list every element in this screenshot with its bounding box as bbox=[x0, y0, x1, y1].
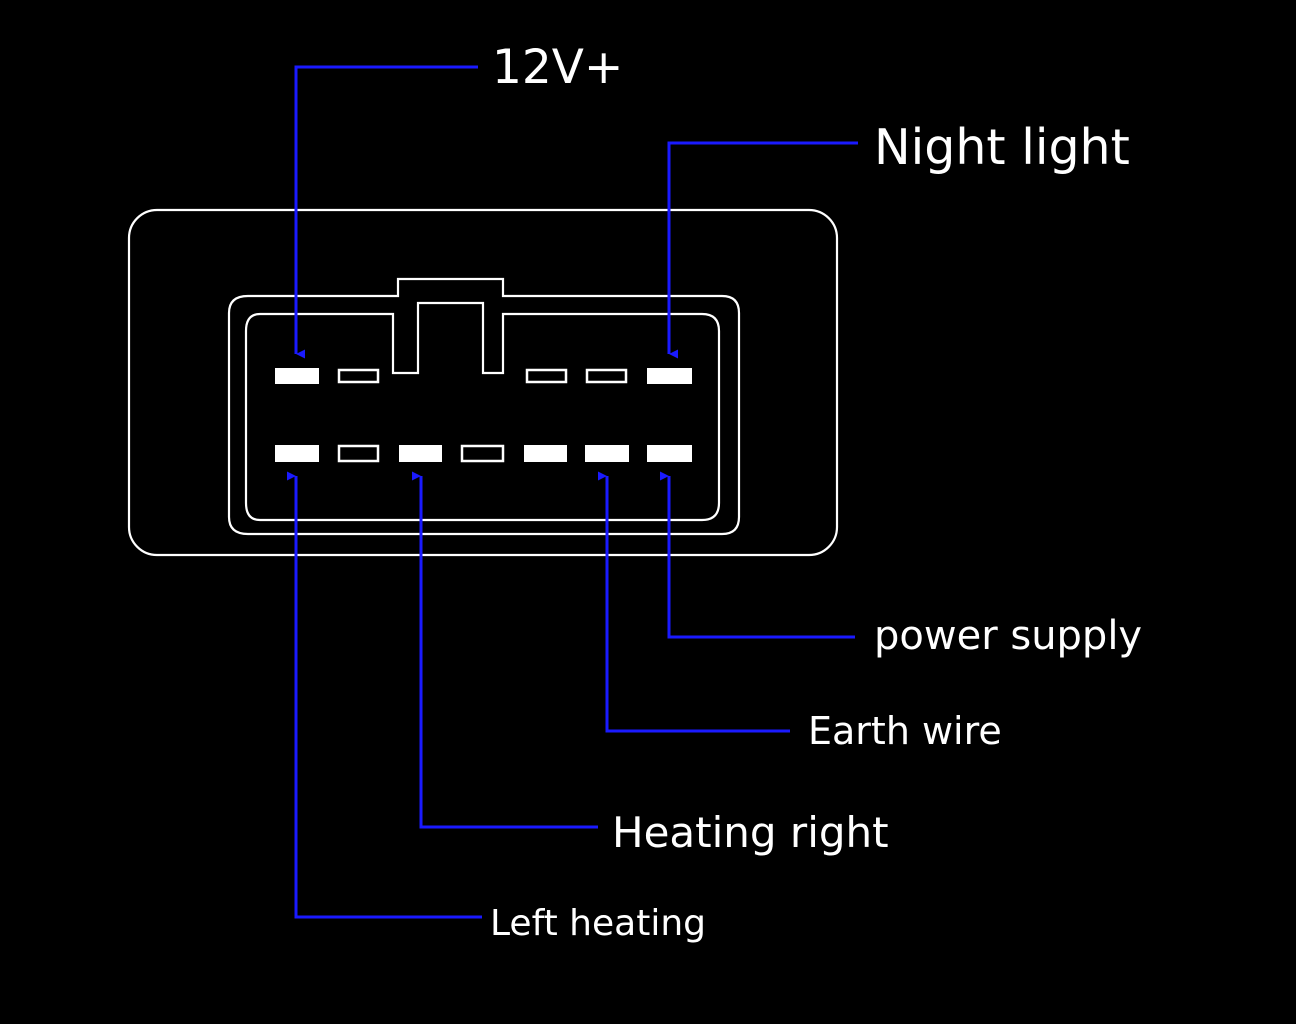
lead-12v bbox=[294, 65, 478, 359]
pin-bottom-3 bbox=[399, 445, 442, 462]
housing-cavity bbox=[244, 301, 721, 522]
label-power-supply: power supply bbox=[874, 613, 1142, 659]
pin-bottom-6 bbox=[585, 445, 629, 462]
pin-bottom-4 bbox=[460, 444, 505, 463]
label-night-light: Night light bbox=[874, 119, 1130, 176]
lead-night-light bbox=[667, 141, 858, 359]
pin-bottom-2 bbox=[337, 444, 380, 463]
pin-labels: 12V+ Night light power supply Earth wire… bbox=[490, 40, 1142, 944]
label-earth-wire: Earth wire bbox=[808, 709, 1002, 753]
housing-inner-frame bbox=[227, 277, 741, 536]
label-12v-plus: 12V+ bbox=[492, 40, 623, 95]
lead-left-heating bbox=[287, 471, 482, 919]
bottom-pin-row bbox=[275, 444, 692, 463]
label-heating-right: Heating right bbox=[612, 808, 889, 857]
label-left-heating: Left heating bbox=[490, 903, 706, 944]
pin-top-1 bbox=[275, 368, 319, 384]
pin-bottom-5 bbox=[524, 445, 567, 462]
connector-housing bbox=[127, 208, 839, 557]
lead-lines bbox=[287, 65, 858, 919]
pin-top-5 bbox=[647, 368, 692, 384]
pin-top-2 bbox=[337, 368, 380, 384]
lead-heating-right bbox=[412, 471, 598, 829]
lead-power-supply bbox=[660, 471, 855, 639]
pin-bottom-1 bbox=[275, 445, 319, 462]
top-pin-row bbox=[275, 368, 692, 384]
lead-earth-wire bbox=[598, 471, 790, 733]
pin-top-3 bbox=[525, 368, 568, 384]
housing-outer-shell bbox=[127, 208, 839, 557]
pin-bottom-7 bbox=[647, 445, 692, 462]
pin-top-4 bbox=[585, 368, 628, 384]
